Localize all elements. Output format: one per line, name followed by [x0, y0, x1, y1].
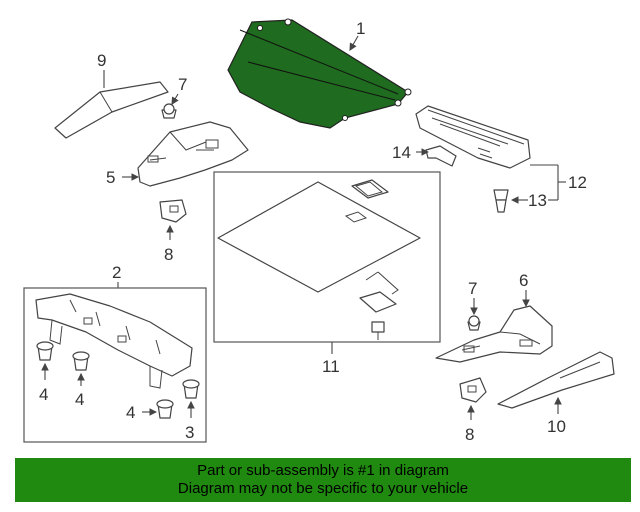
parts-diagram: 1 9 7 5 8 11 — [23, 18, 615, 444]
callout-7-upper: 7 — [178, 75, 187, 94]
callout-12: 12 — [568, 173, 587, 192]
callout-4-c: 4 — [126, 403, 135, 422]
banner-line-2: Diagram may not be specific to your vehi… — [177, 480, 469, 497]
part-8-clip-upper[interactable] — [159, 199, 187, 223]
banner-line-1: Part or sub-assembly is #1 in diagram — [197, 462, 449, 479]
callout-14: 14 — [392, 143, 411, 162]
part-10-trim-panel[interactable] — [497, 351, 615, 409]
part-2-cross-member[interactable] — [35, 293, 193, 389]
part-6-bracket[interactable] — [435, 305, 553, 363]
callout-1: 1 — [356, 19, 365, 38]
callout-10: 10 — [547, 417, 566, 436]
callout-4-a: 4 — [39, 385, 48, 404]
part-3-clip[interactable] — [182, 379, 200, 399]
part-7-clip-upper[interactable] — [161, 103, 177, 119]
part-11-cargo-mat[interactable] — [217, 179, 421, 340]
disclaimer-banner: Part or sub-assembly is #1 in diagram Di… — [15, 458, 631, 502]
callout-4-b: 4 — [75, 390, 84, 409]
group-2-box — [23, 287, 207, 443]
part-5-bracket[interactable] — [137, 121, 249, 187]
callout-13: 13 — [528, 191, 547, 210]
part-4-clip-c[interactable] — [156, 399, 174, 419]
callout-5: 5 — [106, 168, 115, 187]
group-11-box — [213, 171, 441, 343]
callout-9: 9 — [97, 51, 106, 70]
part-1-cargo-cover[interactable] — [227, 18, 412, 129]
callout-3: 3 — [185, 423, 194, 442]
callout-8-upper: 8 — [164, 245, 173, 264]
part-12-scuff-plate[interactable] — [415, 105, 531, 169]
callout-7-lower: 7 — [468, 279, 477, 298]
part-13-clip[interactable] — [493, 189, 509, 213]
callout-11: 11 — [322, 357, 340, 376]
callout-6: 6 — [519, 271, 528, 290]
part-7-clip-lower[interactable] — [467, 315, 481, 331]
part-4-clip-b[interactable] — [72, 351, 90, 371]
part-4-clip-a[interactable] — [36, 341, 54, 361]
part-14-bracket[interactable] — [425, 145, 457, 167]
part-9-trim-panel[interactable] — [54, 81, 169, 139]
callout-8-lower: 8 — [465, 425, 474, 444]
part-8-clip-lower[interactable] — [459, 377, 487, 403]
callout-2: 2 — [112, 263, 121, 282]
